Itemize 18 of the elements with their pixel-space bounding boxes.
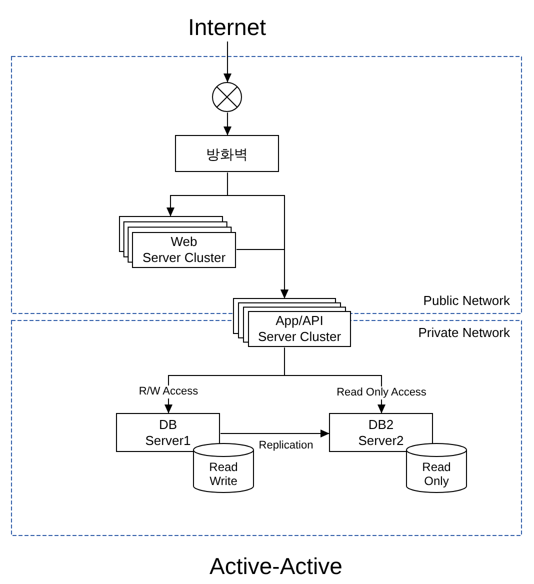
arrow (284, 347, 386, 414)
crossed-circle (212, 82, 242, 112)
server-box: DB Server1 (116, 413, 220, 452)
edge-label: Replication (256, 439, 316, 452)
database-cylinder: Read Only (406, 443, 467, 493)
zone-label: Private Network (418, 325, 510, 341)
arrow (220, 430, 330, 438)
edge-label: Read Only Access (334, 386, 428, 399)
edge-label: R/W Access (136, 385, 200, 398)
arrow (224, 41, 232, 83)
source-label: Internet (180, 13, 274, 41)
arrow (236, 249, 288, 299)
arrow (224, 112, 232, 136)
process-box: 방화벽 (175, 135, 279, 172)
database-cylinder: Read Write (193, 443, 254, 493)
zone-label: Public Network (423, 293, 510, 309)
server-box: DB2 Server2 (329, 413, 433, 452)
caption: Active-Active (210, 552, 342, 580)
